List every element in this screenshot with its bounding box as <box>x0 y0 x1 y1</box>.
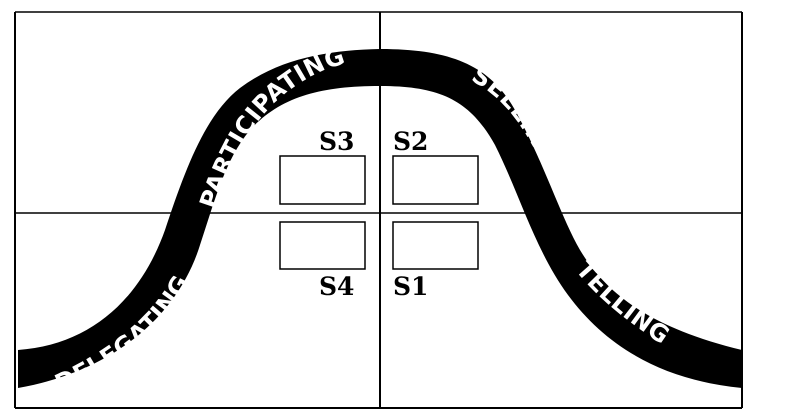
s4-label: S4 <box>319 272 354 301</box>
s3-label: S3 <box>319 127 354 156</box>
s2-box <box>392 155 479 205</box>
frame <box>14 11 743 409</box>
bell-curve-band <box>18 49 742 388</box>
s2-label: S2 <box>393 127 428 156</box>
s3-box <box>279 155 366 205</box>
s1-label: S1 <box>393 272 428 301</box>
s4-box <box>279 221 366 270</box>
s1-box <box>392 221 479 270</box>
